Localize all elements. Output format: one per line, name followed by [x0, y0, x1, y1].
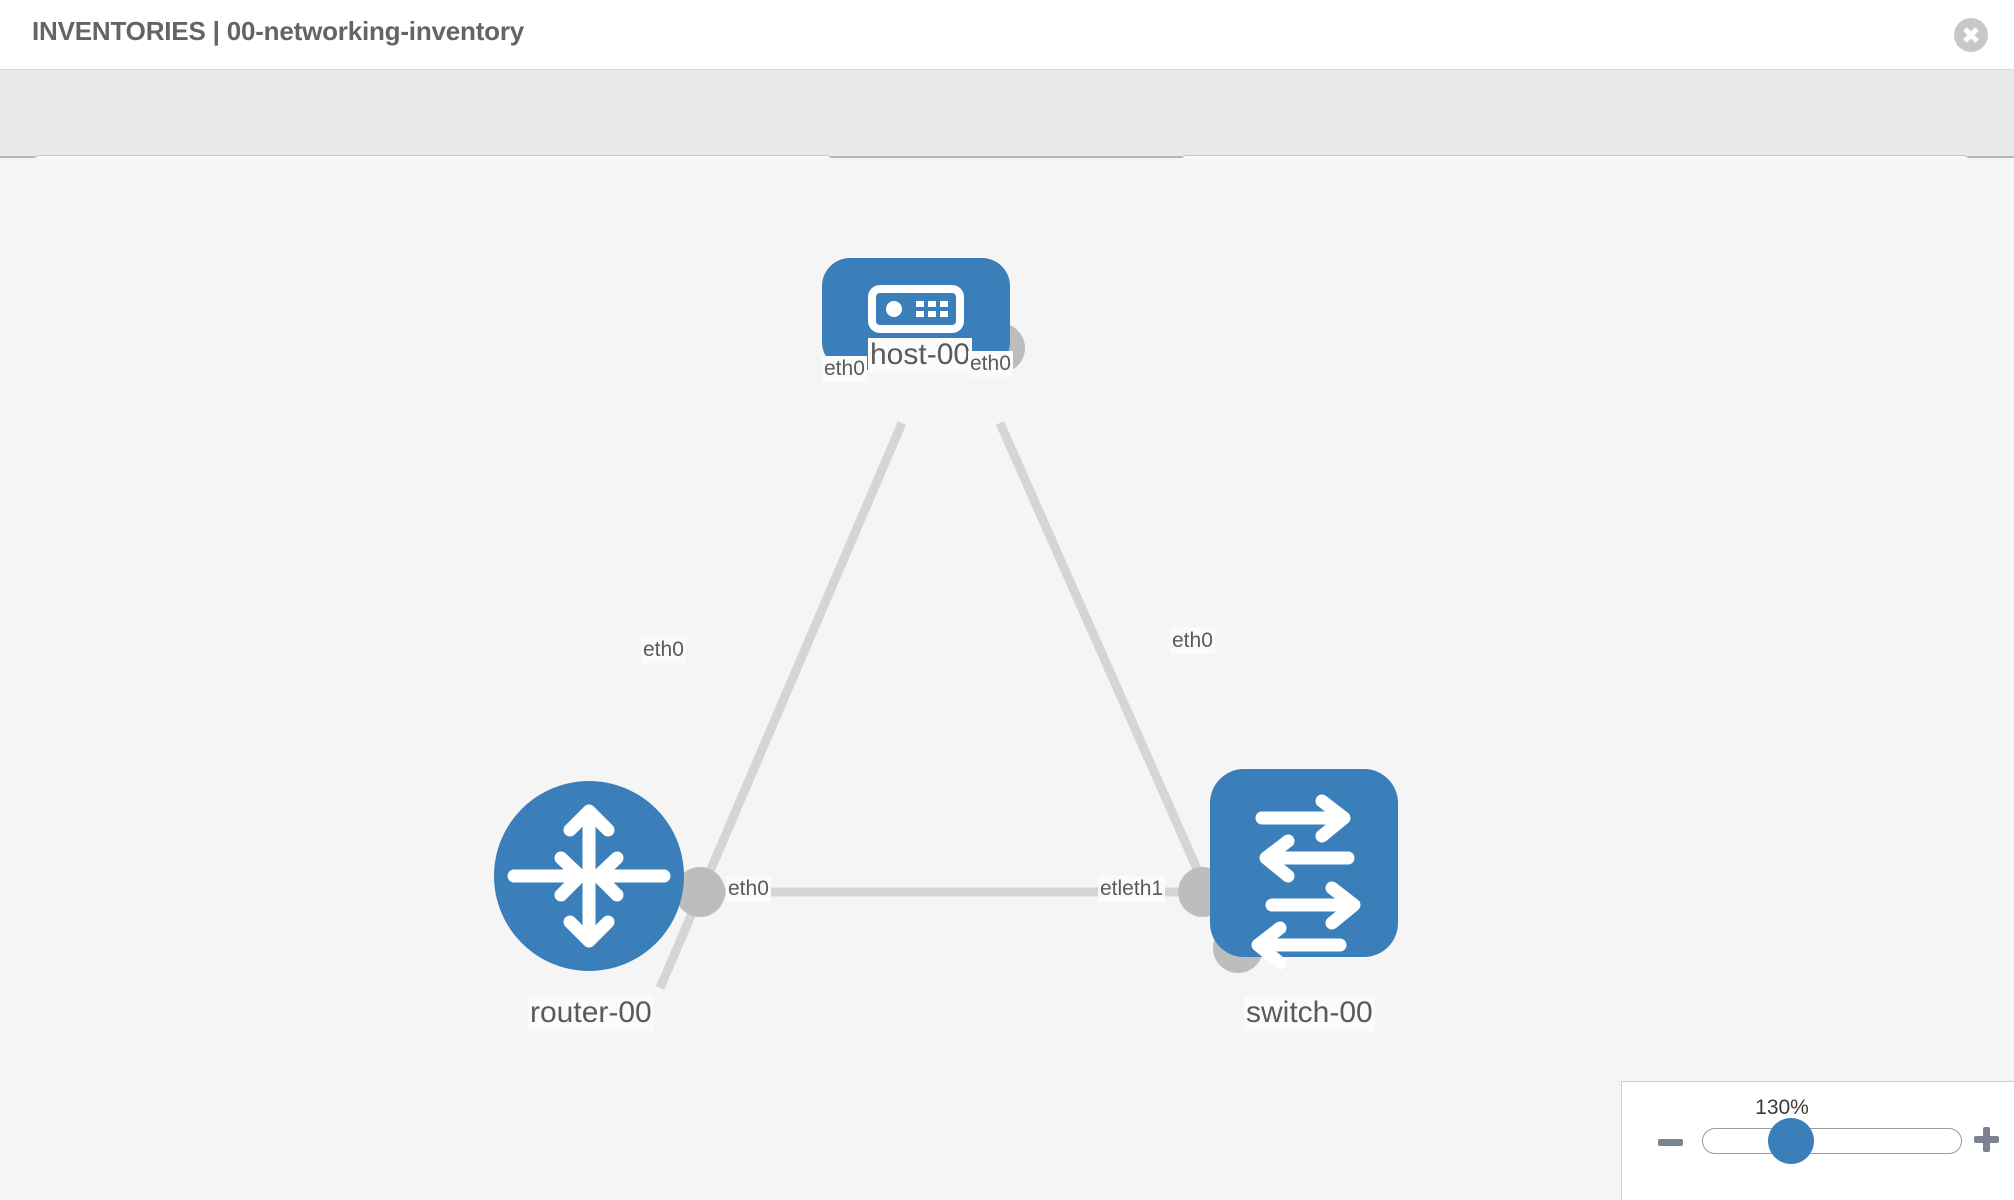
port-label-router-upper: eth0	[641, 637, 686, 663]
router-arrows-icon	[507, 804, 671, 948]
port-label-switch-upper: eth0	[1170, 628, 1215, 654]
node-router-00	[494, 781, 684, 971]
server-icon	[868, 285, 964, 333]
zoom-percent-label: 130%	[1755, 1096, 1809, 1119]
topology-links	[655, 421, 1237, 990]
node-label-router-00: router-00	[528, 996, 654, 1031]
zoom-control-panel: 130%	[1621, 1081, 2014, 1200]
zoom-out-button[interactable]	[1658, 1139, 1683, 1146]
node-label-host-00: host-00	[868, 338, 973, 373]
port-label-router-right: eth0	[726, 876, 771, 902]
page-header: INVENTORIES | 00-networking-inventory	[0, 0, 2014, 70]
port-router-right	[675, 867, 725, 917]
switch-arrows-icon	[1251, 794, 1361, 970]
page-title: INVENTORIES | 00-networking-inventory	[32, 16, 525, 46]
link-host-switch	[995, 421, 1237, 950]
port-label-switch-left: etleth1	[1098, 876, 1166, 902]
port-label-host-left: eth0	[822, 356, 867, 382]
zoom-slider-thumb[interactable]	[1768, 1118, 1814, 1164]
toolbar: ACTIONS SEARCH	[0, 70, 2014, 210]
topology-graph[interactable]	[0, 158, 2014, 1200]
zoom-slider-track[interactable]	[1702, 1128, 1962, 1154]
topology-canvas[interactable]: eth0 host-00 eth0 eth0 eth0 eth0 etleth1…	[0, 158, 2014, 1200]
node-label-switch-00: switch-00	[1244, 996, 1375, 1031]
node-switch-00	[1210, 769, 1398, 970]
close-icon[interactable]	[1954, 18, 1988, 52]
port-label-host-right: eth0	[968, 351, 1013, 377]
